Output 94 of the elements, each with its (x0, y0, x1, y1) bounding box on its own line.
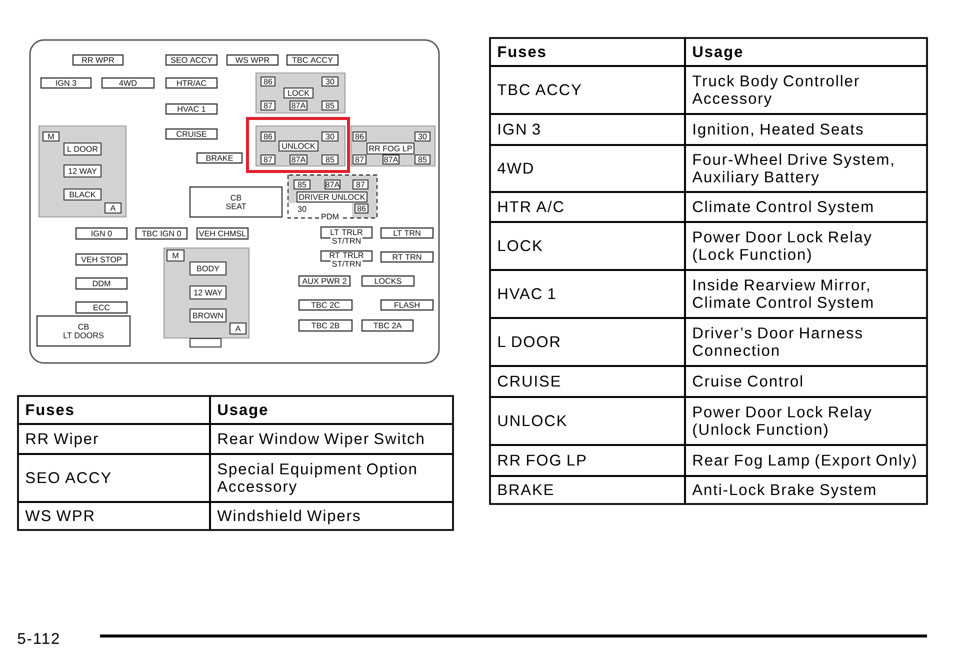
fuse-label: TBC 2B (298, 319, 353, 332)
fuse-label: LOCKS (361, 275, 415, 287)
fuse-label: HVAC 1 (165, 103, 218, 115)
fuse-label: TBC IGN 0 (135, 227, 188, 240)
connector-label: BLACK (64, 188, 102, 200)
connector-label: 12 WAY (190, 286, 226, 300)
fuse-label: RR WPR (72, 54, 124, 66)
terminal-label: 86 (354, 204, 368, 214)
fuse-label: LT TRLR ST/TRN (320, 226, 373, 244)
fuse-label: RT TRLR ST/TRN (320, 250, 373, 267)
table-header-cell: Usage (684, 37, 928, 67)
terminal-label: A (104, 202, 122, 214)
fuse-label: WS WPR (226, 54, 279, 66)
fuse-label: VEH CHMSL (196, 227, 249, 240)
fuse-label: ECC (75, 301, 128, 314)
table-cell: BRAKE (489, 475, 686, 505)
terminal-label: 30 (322, 132, 338, 142)
table-cell: HVAC 1 (489, 269, 686, 319)
table-cell: Ignition, Heated Seats (684, 113, 928, 146)
terminal-label: 87A (382, 154, 400, 164)
table-cell: Power Door Lock Relay (Lock Function) (684, 221, 928, 271)
fuse-label: VEH STOP (75, 253, 128, 266)
table-cell: SEO ACCY (17, 453, 211, 503)
relay-label: UNLOCK (278, 140, 318, 152)
table-cell: IGN 3 (489, 113, 686, 146)
terminal-label: 86 (352, 132, 366, 142)
table-cell: WS WPR (17, 501, 211, 531)
terminal-label: 87A (324, 180, 340, 190)
fuse-label: TBC ACCY (286, 54, 339, 66)
fuse-label: 4WD (101, 77, 155, 89)
terminal-label: 87 (352, 180, 368, 190)
terminal-label: 30 (322, 76, 338, 86)
table-cell: TBC ACCY (489, 65, 686, 115)
fuse-label: HTR/AC (165, 77, 218, 89)
table-cell: RR FOG LP (489, 444, 686, 477)
fuse-label: CRUISE (165, 128, 218, 140)
fuse-label: FLASH (380, 299, 434, 311)
terminal-label: 86 (260, 132, 276, 142)
breaker-label: CB SEAT (189, 186, 283, 218)
terminal-label: 85 (414, 154, 430, 164)
table-cell: 4WD (489, 144, 686, 193)
fuse-label: LT TRN (380, 227, 434, 239)
fuse-label: TBC 2A (361, 319, 414, 332)
table-cell: Driver’s Door Harness Connection (684, 317, 928, 367)
table-header-cell: Usage (209, 395, 454, 425)
table-cell: UNLOCK (489, 396, 686, 446)
table-cell: RR Wiper (17, 423, 211, 455)
fuse-box-outline (29, 39, 440, 364)
terminal-label: 87A (290, 100, 308, 110)
table-cell: Inside Rearview Mirror, Climate Control System (684, 269, 928, 319)
table-cell: Cruise Control (684, 365, 928, 398)
fuse-label: RT TRN (380, 251, 434, 263)
table-cell: Rear Fog Lamp (Export Only) (684, 444, 928, 477)
connector-label: BODY (190, 262, 226, 276)
table-cell: L DOOR (489, 317, 686, 367)
table-cell: HTR A/C (489, 191, 686, 223)
table-cell: Rear Window Wiper Switch (209, 423, 454, 455)
page-number: 5-112 (18, 633, 59, 644)
fuse-label: DDM (75, 277, 128, 290)
table-cell: Truck Body Controller Accessory (684, 65, 928, 115)
connector-label: BROWN (190, 308, 226, 322)
terminal-label: A (230, 322, 246, 334)
table-header-cell: Fuses (489, 37, 686, 67)
fuse-label: IGN 0 (75, 227, 128, 240)
table-cell: Four-Wheel Drive System, Auxiliary Battery (684, 144, 928, 193)
terminal-label: 87 (352, 154, 366, 164)
block-label: PDM (319, 213, 341, 220)
table-cell: Anti-Lock Brake System (684, 475, 928, 505)
fuse-label: TBC 2C (298, 299, 353, 311)
table-cell: Windshield Wipers (209, 501, 454, 531)
table-cell: Climate Control System (684, 191, 928, 223)
terminal-label: 87 (260, 100, 276, 110)
terminal-number: 30 (298, 206, 306, 212)
fuse-label: BRAKE (196, 152, 243, 164)
terminal-label: 86 (260, 76, 276, 86)
terminal-label: 87A (290, 154, 308, 164)
table-cell: CRUISE (489, 365, 686, 398)
relay-label: LOCK (284, 88, 314, 98)
fuse-label: SEO ACCY (165, 54, 218, 66)
table-cell: Special Equipment Option Accessory (209, 453, 454, 503)
terminal-label: 85 (294, 180, 310, 190)
terminal-label: M (42, 132, 60, 142)
terminal-label: 87 (260, 154, 276, 164)
connector-label: L DOOR (64, 142, 102, 156)
fuse-label: AUX PWR 2 (298, 275, 351, 287)
fuse-label: IGN 3 (40, 77, 92, 89)
table-cell: Power Door Lock Relay (Unlock Function) (684, 396, 928, 446)
terminal-label: 30 (414, 132, 430, 142)
terminal-label: 85 (322, 154, 338, 164)
terminal-label: M (166, 250, 184, 262)
table-cell: LOCK (489, 221, 686, 271)
table-header-cell: Fuses (17, 395, 211, 425)
terminal-label: 85 (322, 100, 338, 110)
connector-label: 12 WAY (64, 164, 102, 178)
